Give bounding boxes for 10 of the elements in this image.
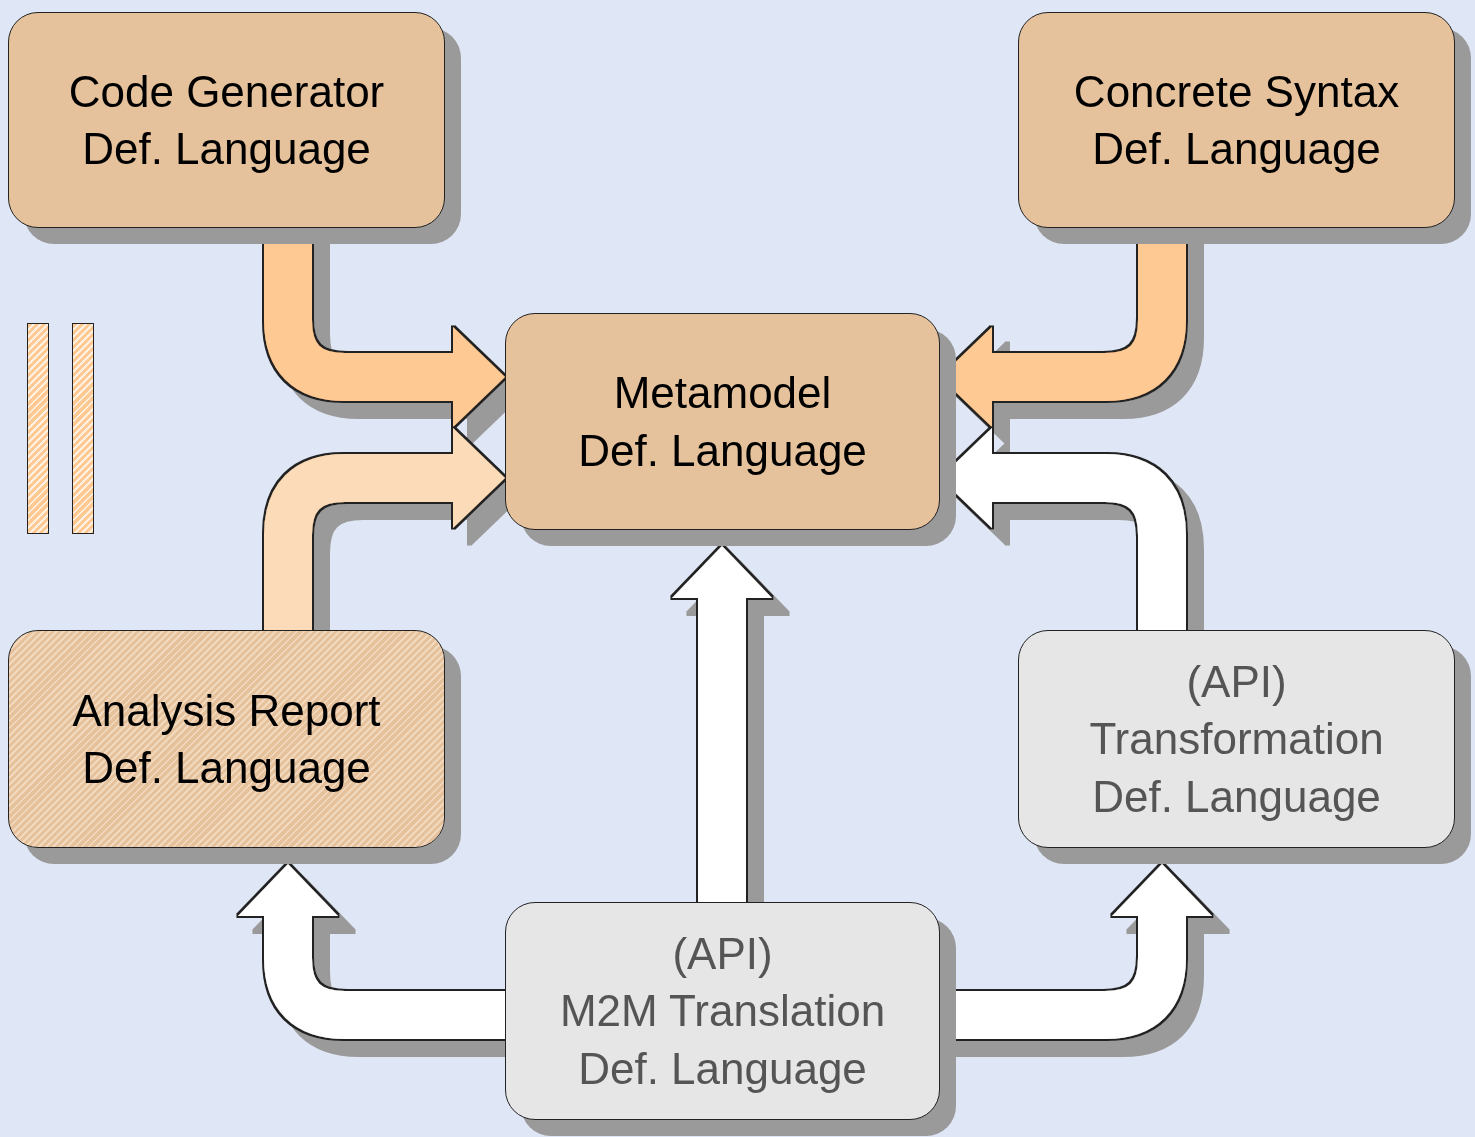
box-label: (API) — [1186, 656, 1287, 709]
block-arrow — [264, 428, 505, 630]
box-label: Transformation Def. Language — [1088, 713, 1385, 823]
box-label: Concrete Syntax Def. Language — [1072, 65, 1401, 175]
box-label: (API) — [672, 928, 773, 981]
block-arrow — [672, 546, 772, 902]
box-label: Metamodel Def. Language — [577, 367, 868, 477]
box-label: M2M Translation Def. Language — [558, 985, 887, 1095]
box-label: Analysis Report Def. Language — [71, 684, 382, 794]
box-label: Code Generator Def. Language — [67, 65, 386, 175]
